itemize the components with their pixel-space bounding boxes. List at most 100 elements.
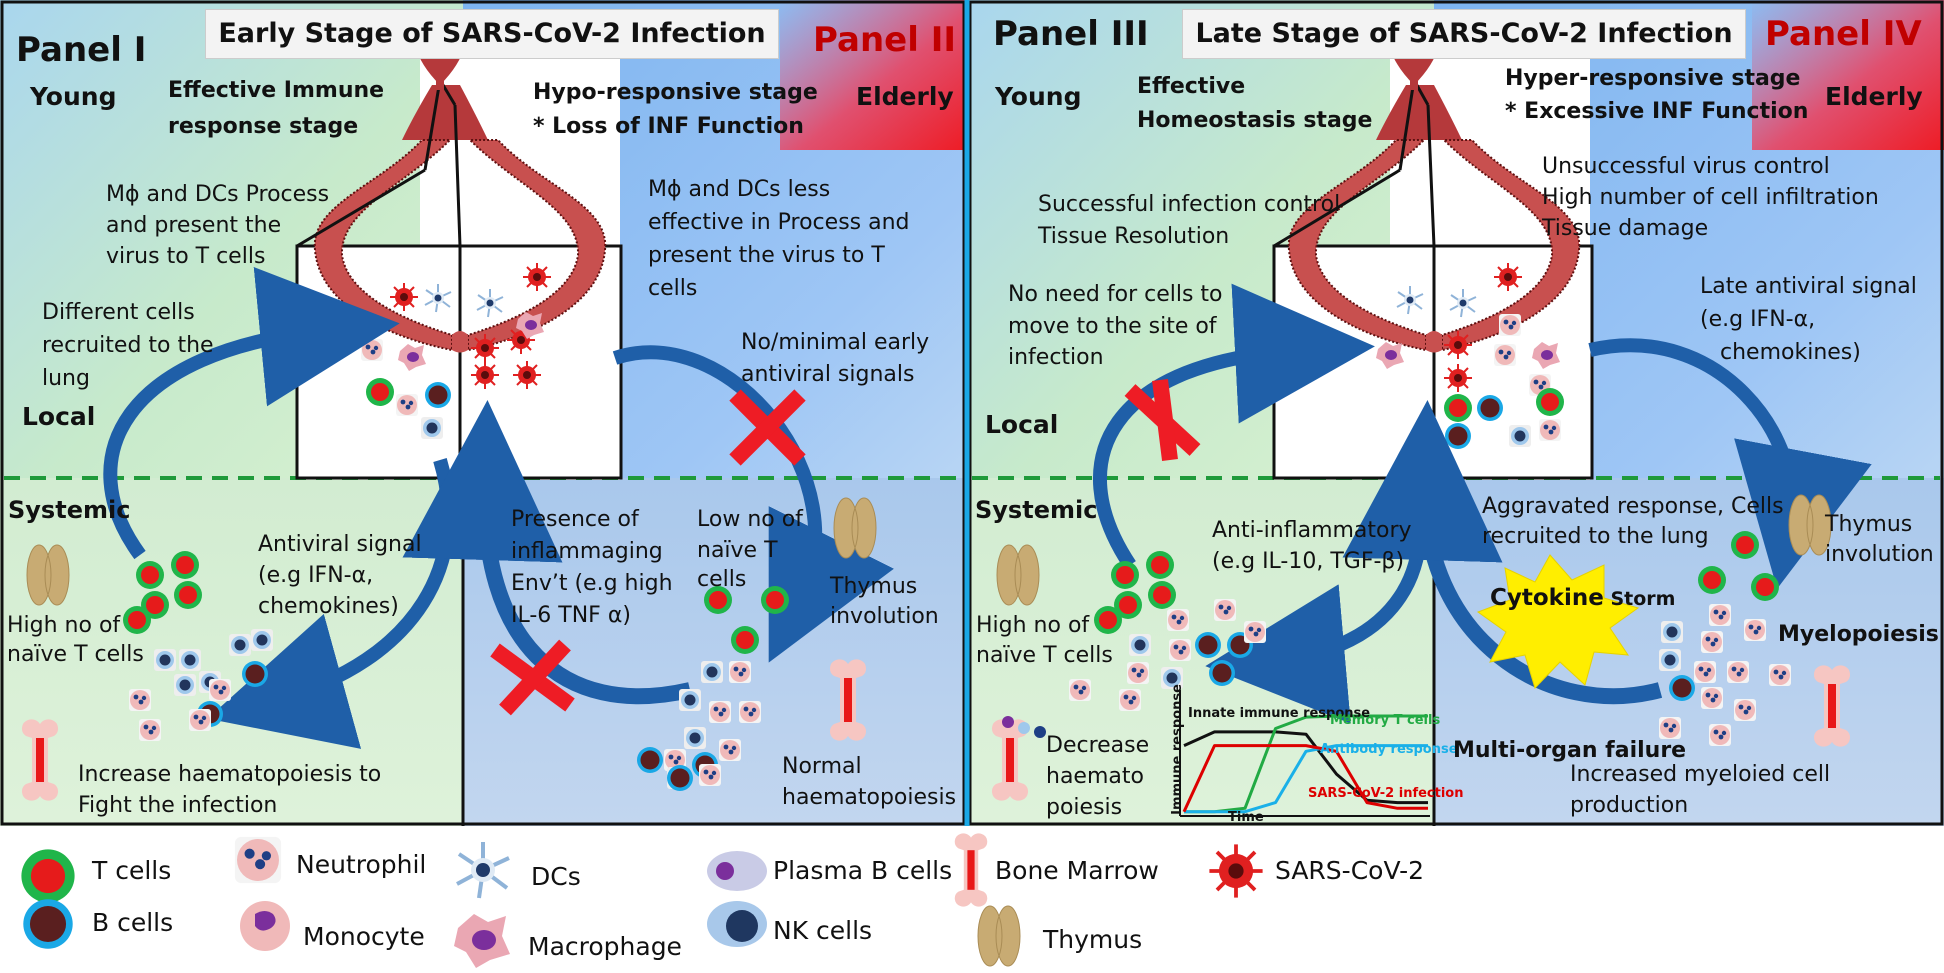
- chart-series-innate: Innate immune response: [1188, 706, 1371, 721]
- p2-lowno-line3: cells: [697, 567, 747, 592]
- p3-naive-line2: naïve T cells: [976, 643, 1113, 668]
- p3-noneed-line1: No need for cells to: [1008, 282, 1223, 307]
- legend-dcs: DCs: [531, 862, 581, 891]
- local-label-2: Local: [985, 410, 1059, 439]
- p3-decrease-line3: poiesis: [1046, 795, 1123, 820]
- p4-aggravated-line1: Aggravated response, Cells: [1482, 494, 1784, 519]
- panel-3-label: Panel III: [993, 14, 1149, 54]
- p3-anti-line1: Anti-inflammatory: [1212, 518, 1412, 543]
- p3-anti-line2: (e.g IL-10, TGF-β): [1212, 549, 1405, 574]
- p1-antiviral-line3: chemokines): [258, 594, 399, 619]
- p1-stage-line1: Effective Immune: [168, 78, 385, 103]
- p2-stage-line1: Hypo-responsive stage: [533, 80, 818, 105]
- p2-inflammaging-line4: IL-6 TNF α): [511, 603, 631, 628]
- p4-late-line3: chemokines): [1720, 340, 1861, 365]
- p3-noneed-line3: infection: [1008, 345, 1104, 370]
- young-label-2: Young: [995, 82, 1082, 111]
- p3-stage-line1: Effective: [1137, 74, 1246, 99]
- panel-1-label: Panel I: [16, 30, 147, 70]
- p4-multi-organ: Multi-organ failure: [1453, 738, 1687, 763]
- legend-bonemarrow: Bone Marrow: [995, 856, 1159, 885]
- chart-line-3: [1182, 744, 1428, 813]
- p4-stage-line2: * Excessive INF Function: [1505, 99, 1809, 124]
- p4-storm-word-b: Storm: [1603, 588, 1676, 610]
- p1-mphi-line3: virus to T cells: [106, 244, 266, 269]
- immune-response-chart: [1179, 690, 1430, 817]
- chart-series-antibody: Antibody response: [1320, 742, 1458, 757]
- p2-mphi-line4: cells: [648, 276, 698, 301]
- systemic-label-1: Systemic: [8, 496, 131, 524]
- chart-line-0: [1183, 730, 1428, 805]
- legend-nk: NK cells: [773, 916, 873, 945]
- p3-decrease-line2: haemato: [1046, 764, 1144, 789]
- panel-4-label: Panel IV: [1765, 14, 1922, 54]
- legend-thymus: Thymus: [1043, 925, 1143, 954]
- legend-monocyte: Monocyte: [303, 922, 425, 951]
- chart-xlabel: Time: [1228, 810, 1264, 825]
- p4-unsuccess-line2: High number of cell infiltration: [1542, 185, 1879, 210]
- p2-inflammaging-line2: inflammaging: [511, 539, 663, 564]
- legend-plasma: Plasma B cells: [773, 856, 953, 885]
- p4-myelopoiesis: Myelopoiesis: [1778, 622, 1939, 647]
- p2-thymus-line2: involution: [830, 604, 939, 629]
- panel-2-label: Panel II: [813, 20, 957, 60]
- legend-bcells: B cells: [92, 908, 174, 937]
- p3-control-line2: Tissue Resolution: [1038, 224, 1230, 249]
- p2-mphi-line3: present the virus to T: [648, 243, 885, 268]
- late-stage-banner: Late Stage of SARS-CoV-2 Infection: [1182, 9, 1746, 59]
- p4-storm-word-a: Cytokine: [1490, 585, 1604, 611]
- legend-sars: SARS-CoV-2: [1275, 856, 1425, 885]
- legend-macrophage: Macrophage: [528, 932, 682, 961]
- p4-increased-line1: Increased myeloied cell: [1570, 762, 1831, 787]
- p3-naive-line1: High no of: [976, 613, 1090, 638]
- p1-mphi-line2: and present the: [106, 213, 282, 238]
- p4-thymus-line1: Thymus: [1825, 512, 1913, 537]
- p2-inflammaging-line1: Presence of: [511, 507, 639, 532]
- p1-recruited-line2: recruited to the: [42, 333, 214, 358]
- local-label-1: Local: [22, 402, 96, 431]
- p2-lowno-line1: Low no of: [697, 507, 803, 532]
- systemic-label-2: Systemic: [975, 496, 1098, 524]
- early-stage-banner: Early Stage of SARS-CoV-2 Infection: [205, 9, 779, 59]
- p4-late-line1: Late antiviral signal: [1700, 274, 1917, 299]
- p3-noneed-line2: move to the site of: [1008, 314, 1217, 339]
- p2-normal-line1: Normal: [782, 754, 862, 779]
- p1-antiviral-line1: Antiviral signal: [258, 532, 422, 557]
- p1-recruited-line3: lung: [42, 366, 90, 391]
- chart-ylabel: Immune response: [1169, 684, 1185, 815]
- legend-graphics: [21, 833, 1265, 968]
- p2-thymus-line1: Thymus: [830, 574, 918, 599]
- p4-aggravated-line2: recruited to the lung: [1482, 524, 1709, 549]
- p1-antiviral-line2: (e.g IFN-α,: [258, 563, 374, 588]
- chart-series-sars: SARS-CoV-2 infection: [1308, 786, 1464, 801]
- p1-naive-line2: naïve T cells: [7, 642, 144, 667]
- p4-late-line2: (e.g IFN-α,: [1700, 307, 1816, 332]
- young-label-1: Young: [30, 82, 117, 111]
- p4-unsuccess-line1: Unsuccessful virus control: [1542, 154, 1830, 179]
- p4-increased-line2: production: [1570, 793, 1689, 818]
- p1-recruited-line1: Different cells: [42, 300, 195, 325]
- p2-mphi-line2: effective in Process and: [648, 210, 910, 235]
- p1-mphi-line1: Mϕ and DCs Process: [106, 182, 330, 207]
- p1-stage-line2: response stage: [168, 114, 359, 139]
- p3-stage-line2: Homeostasis stage: [1137, 108, 1373, 133]
- p2-lowno-line2: naïve T: [697, 538, 778, 563]
- elderly-label-2: Elderly: [1825, 82, 1923, 111]
- p1-naive-line1: High no of: [7, 613, 121, 638]
- p3-decrease-line1: Decrease: [1046, 733, 1150, 758]
- p1-haemato-line2: Fight the infection: [78, 793, 278, 818]
- elderly-label-1: Elderly: [856, 82, 954, 111]
- p3-control-line1: Successful infection control: [1038, 192, 1341, 217]
- chart-line-2: [1184, 744, 1428, 814]
- p2-noearly-line1: No/minimal early: [741, 330, 930, 355]
- p2-noearly-line2: antiviral signals: [741, 362, 915, 387]
- p2-mphi-line1: Mϕ and DCs less: [648, 177, 831, 202]
- p4-unsuccess-line3: Tissue damage: [1542, 216, 1709, 241]
- p2-normal-line2: haematopoiesis: [782, 785, 957, 810]
- chart-series-memory: Memory T cells: [1330, 713, 1441, 728]
- p4-cytokine-storm: Cytokine Storm: [1490, 584, 1675, 614]
- p4-stage-line1: Hyper-responsive stage: [1505, 66, 1801, 91]
- p1-haemato-line1: Increase haematopoiesis to: [78, 762, 382, 787]
